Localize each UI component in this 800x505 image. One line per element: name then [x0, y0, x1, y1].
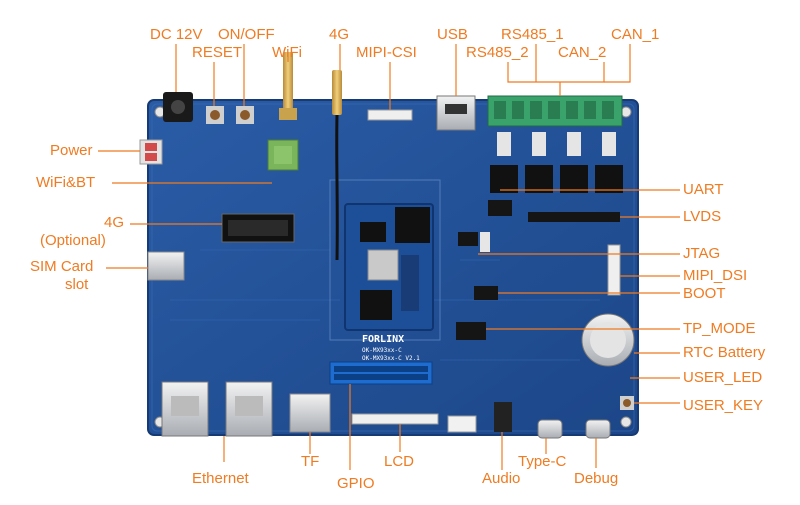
- label-lcd: LCD: [384, 453, 415, 470]
- label-debug: Debug: [574, 470, 619, 487]
- ethernet-ports: [161, 381, 273, 437]
- typec-port: [537, 419, 563, 439]
- user-key-part: [620, 396, 634, 410]
- label-lvds: LVDS: [683, 208, 722, 225]
- g4-antenna: [332, 70, 342, 261]
- label-usb: USB: [437, 26, 468, 43]
- label-mipi-csi: MIPI-CSI: [356, 44, 417, 61]
- rtc-battery: [581, 313, 635, 367]
- label-uart: UART: [683, 181, 724, 198]
- debug-port: [585, 419, 611, 439]
- lcd-connector: [351, 413, 439, 425]
- label-optional: (Optional): [40, 232, 106, 249]
- label-rs485-1: RS485_1: [501, 26, 564, 43]
- board-model-line2: OK-MX93xx-C V2.1: [362, 355, 420, 362]
- label-user-key: USER_KEY: [683, 397, 764, 414]
- gpio-header: [329, 361, 433, 385]
- sim-slot: [147, 251, 185, 281]
- label-wifi-bt: WiFi&BT: [36, 174, 96, 191]
- label-gpio: GPIO: [337, 475, 375, 492]
- label-reset: RESET: [192, 44, 243, 61]
- label-dc-12v: DC 12V: [150, 26, 203, 43]
- label-user-led: USER_LED: [683, 369, 763, 386]
- label-can-2: CAN_2: [558, 44, 607, 61]
- uart-header: [488, 200, 512, 216]
- label-on-off: ON/OFF: [218, 26, 275, 43]
- isolation-chips: [490, 132, 623, 193]
- som-core-board: [344, 203, 434, 331]
- board-logo-text: FORLINX: [362, 334, 404, 345]
- label-type-c: Type-C: [518, 453, 567, 470]
- terminal-block: [487, 95, 623, 127]
- mipi-csi-connector: [367, 109, 413, 121]
- label-tp-mode: TP_MODE: [683, 320, 756, 337]
- onoff-button-part: [236, 106, 254, 124]
- label-4g-top: 4G: [329, 26, 350, 43]
- leader-lines: [98, 44, 680, 470]
- label-mipi-dsi: MIPI_DSI: [683, 267, 748, 284]
- label-rtc-battery: RTC Battery: [683, 344, 766, 361]
- power-switch: [139, 139, 163, 165]
- mipi-dsi-connector: [607, 244, 621, 296]
- audio-connector: [447, 402, 512, 433]
- tf-slot: [289, 393, 331, 433]
- usb-port: [436, 95, 476, 131]
- dc-jack: [163, 92, 193, 122]
- label-tf: TF: [301, 453, 320, 470]
- label-audio: Audio: [482, 470, 521, 487]
- minipcie-slot: [221, 213, 295, 243]
- board-model-line1: OK-MX93xx-C: [362, 347, 402, 354]
- wifi-bt-module: [267, 139, 299, 171]
- label-jtag: JTAG: [683, 245, 721, 262]
- reset-button-part: [206, 106, 224, 124]
- label-4g-left: 4G: [104, 214, 125, 231]
- label-can-1: CAN_1: [611, 26, 660, 43]
- label-rs485-2: RS485_2: [466, 44, 529, 61]
- lvds-header: [528, 212, 620, 222]
- label-sim-slot: slot: [65, 276, 89, 293]
- label-ethernet: Ethernet: [192, 470, 249, 487]
- wifi-antenna: [279, 52, 297, 120]
- label-wifi: WiFi: [272, 44, 302, 61]
- jumpers: [456, 232, 498, 340]
- label-boot: BOOT: [683, 285, 726, 302]
- label-power: Power: [50, 142, 93, 159]
- label-sim-card: SIM Card: [30, 258, 94, 275]
